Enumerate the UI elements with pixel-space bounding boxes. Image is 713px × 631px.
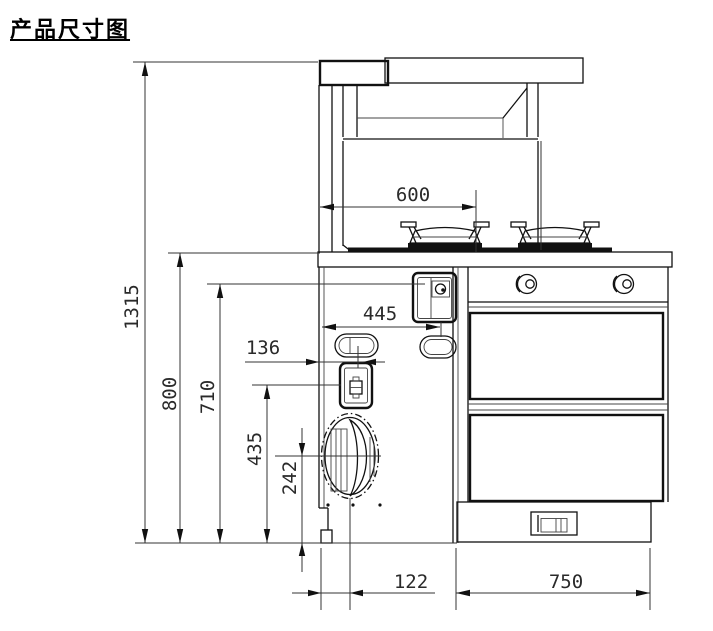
dim-fan-height: 242 <box>275 428 381 572</box>
svg-text:435: 435 <box>244 432 266 466</box>
drawer-1 <box>468 311 665 401</box>
burner-switch-right <box>419 335 457 359</box>
svg-text:122: 122 <box>394 571 428 593</box>
dim-total-height: 1315 <box>121 61 318 543</box>
dim-hood-width: 600 <box>320 141 542 252</box>
svg-text:800: 800 <box>159 377 181 411</box>
svg-text:1315: 1315 <box>121 284 143 330</box>
page-title: 产品尺寸图 <box>10 17 131 42</box>
svg-text:600: 600 <box>396 184 430 206</box>
dim-cabinet-width: 750 <box>455 548 651 610</box>
dim-ignition-offset: 445 <box>322 303 442 337</box>
svg-text:750: 750 <box>549 571 583 593</box>
dim-socket-height: 435 <box>244 384 341 543</box>
dim-fan-offset: 122 <box>292 498 435 610</box>
dim-ignition-height: 710 <box>197 283 425 543</box>
cabinet-seam <box>452 267 459 543</box>
knob-left <box>515 273 538 295</box>
right-cabinet <box>456 267 669 543</box>
plinth <box>456 501 652 543</box>
svg-text:710: 710 <box>197 380 219 414</box>
svg-text:136: 136 <box>246 337 280 359</box>
left-cabinet <box>318 267 382 544</box>
drawer-2 <box>468 413 665 503</box>
knob-right <box>612 273 635 295</box>
dim-worktop-height: 800 <box>159 252 320 543</box>
countertop <box>317 247 673 268</box>
burner-switch-left <box>334 333 379 358</box>
power-socket <box>338 361 374 410</box>
back-panel <box>342 141 539 253</box>
svg-text:242: 242 <box>279 461 301 495</box>
ignition-control-box <box>411 271 458 324</box>
range-hood <box>318 57 584 252</box>
burner-right <box>510 221 600 250</box>
plinth-handle <box>530 511 578 536</box>
svg-text:445: 445 <box>363 303 397 325</box>
dim-socket-offset: 136 <box>245 337 385 368</box>
